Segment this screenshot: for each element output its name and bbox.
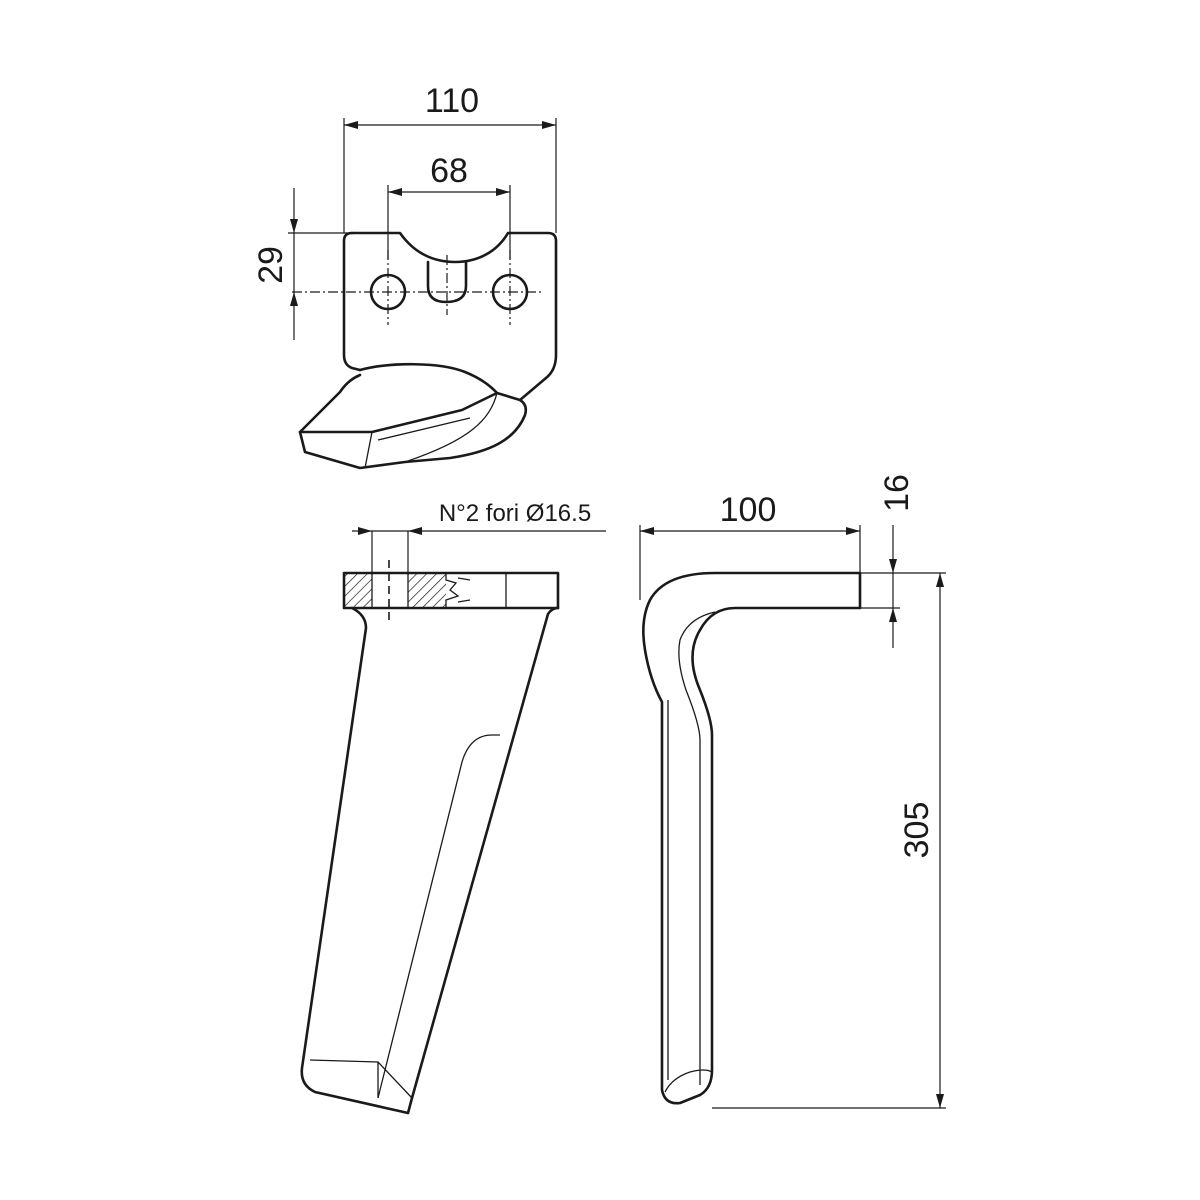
front-view <box>300 560 560 1115</box>
dimension-height: 305 <box>712 573 946 1109</box>
dimension-hole-offset-label: 29 <box>252 246 290 284</box>
top-view-blade-edge <box>298 391 499 434</box>
side-view-outer-outline <box>642 571 862 1105</box>
top-view-slot <box>426 260 468 304</box>
top-view-plate-outline <box>350 231 558 402</box>
dimension-hole-spacing-label: 68 <box>430 152 468 190</box>
dimension-top-width-label: 110 <box>425 82 479 120</box>
front-view-hatched-section-left <box>345 574 372 607</box>
top-view <box>292 231 558 470</box>
holes-note-label: N°2 fori Ø16.5 <box>439 500 591 527</box>
dimension-hole-spacing: 68 <box>387 152 511 260</box>
dimension-side-width: 100 <box>639 491 861 600</box>
dimension-hole-offset: 29 <box>252 188 352 340</box>
dimension-top-width: 110 <box>343 82 557 233</box>
side-view <box>642 571 862 1105</box>
dimension-thickness-label: 16 <box>878 474 916 512</box>
front-view-mounting-block <box>342 571 560 610</box>
side-view-tip <box>664 1069 713 1093</box>
dimension-height-label: 305 <box>898 802 936 859</box>
side-view-inner-bend <box>678 611 716 1085</box>
dimension-thickness: 16 <box>860 474 946 648</box>
top-view-plate-left-edge <box>342 231 362 372</box>
front-view-hatched-section-right <box>408 574 446 607</box>
top-view-blade-bevel <box>364 392 498 469</box>
holes-note-callout: N°2 fori Ø16.5 <box>352 500 606 575</box>
top-view-blade-outline <box>298 362 528 470</box>
front-view-shank-inner-edge <box>377 734 500 1099</box>
front-view-shank-outline <box>300 606 560 1115</box>
front-view-tip-bevel <box>309 1059 413 1099</box>
dimension-side-width-label: 100 <box>720 491 777 529</box>
